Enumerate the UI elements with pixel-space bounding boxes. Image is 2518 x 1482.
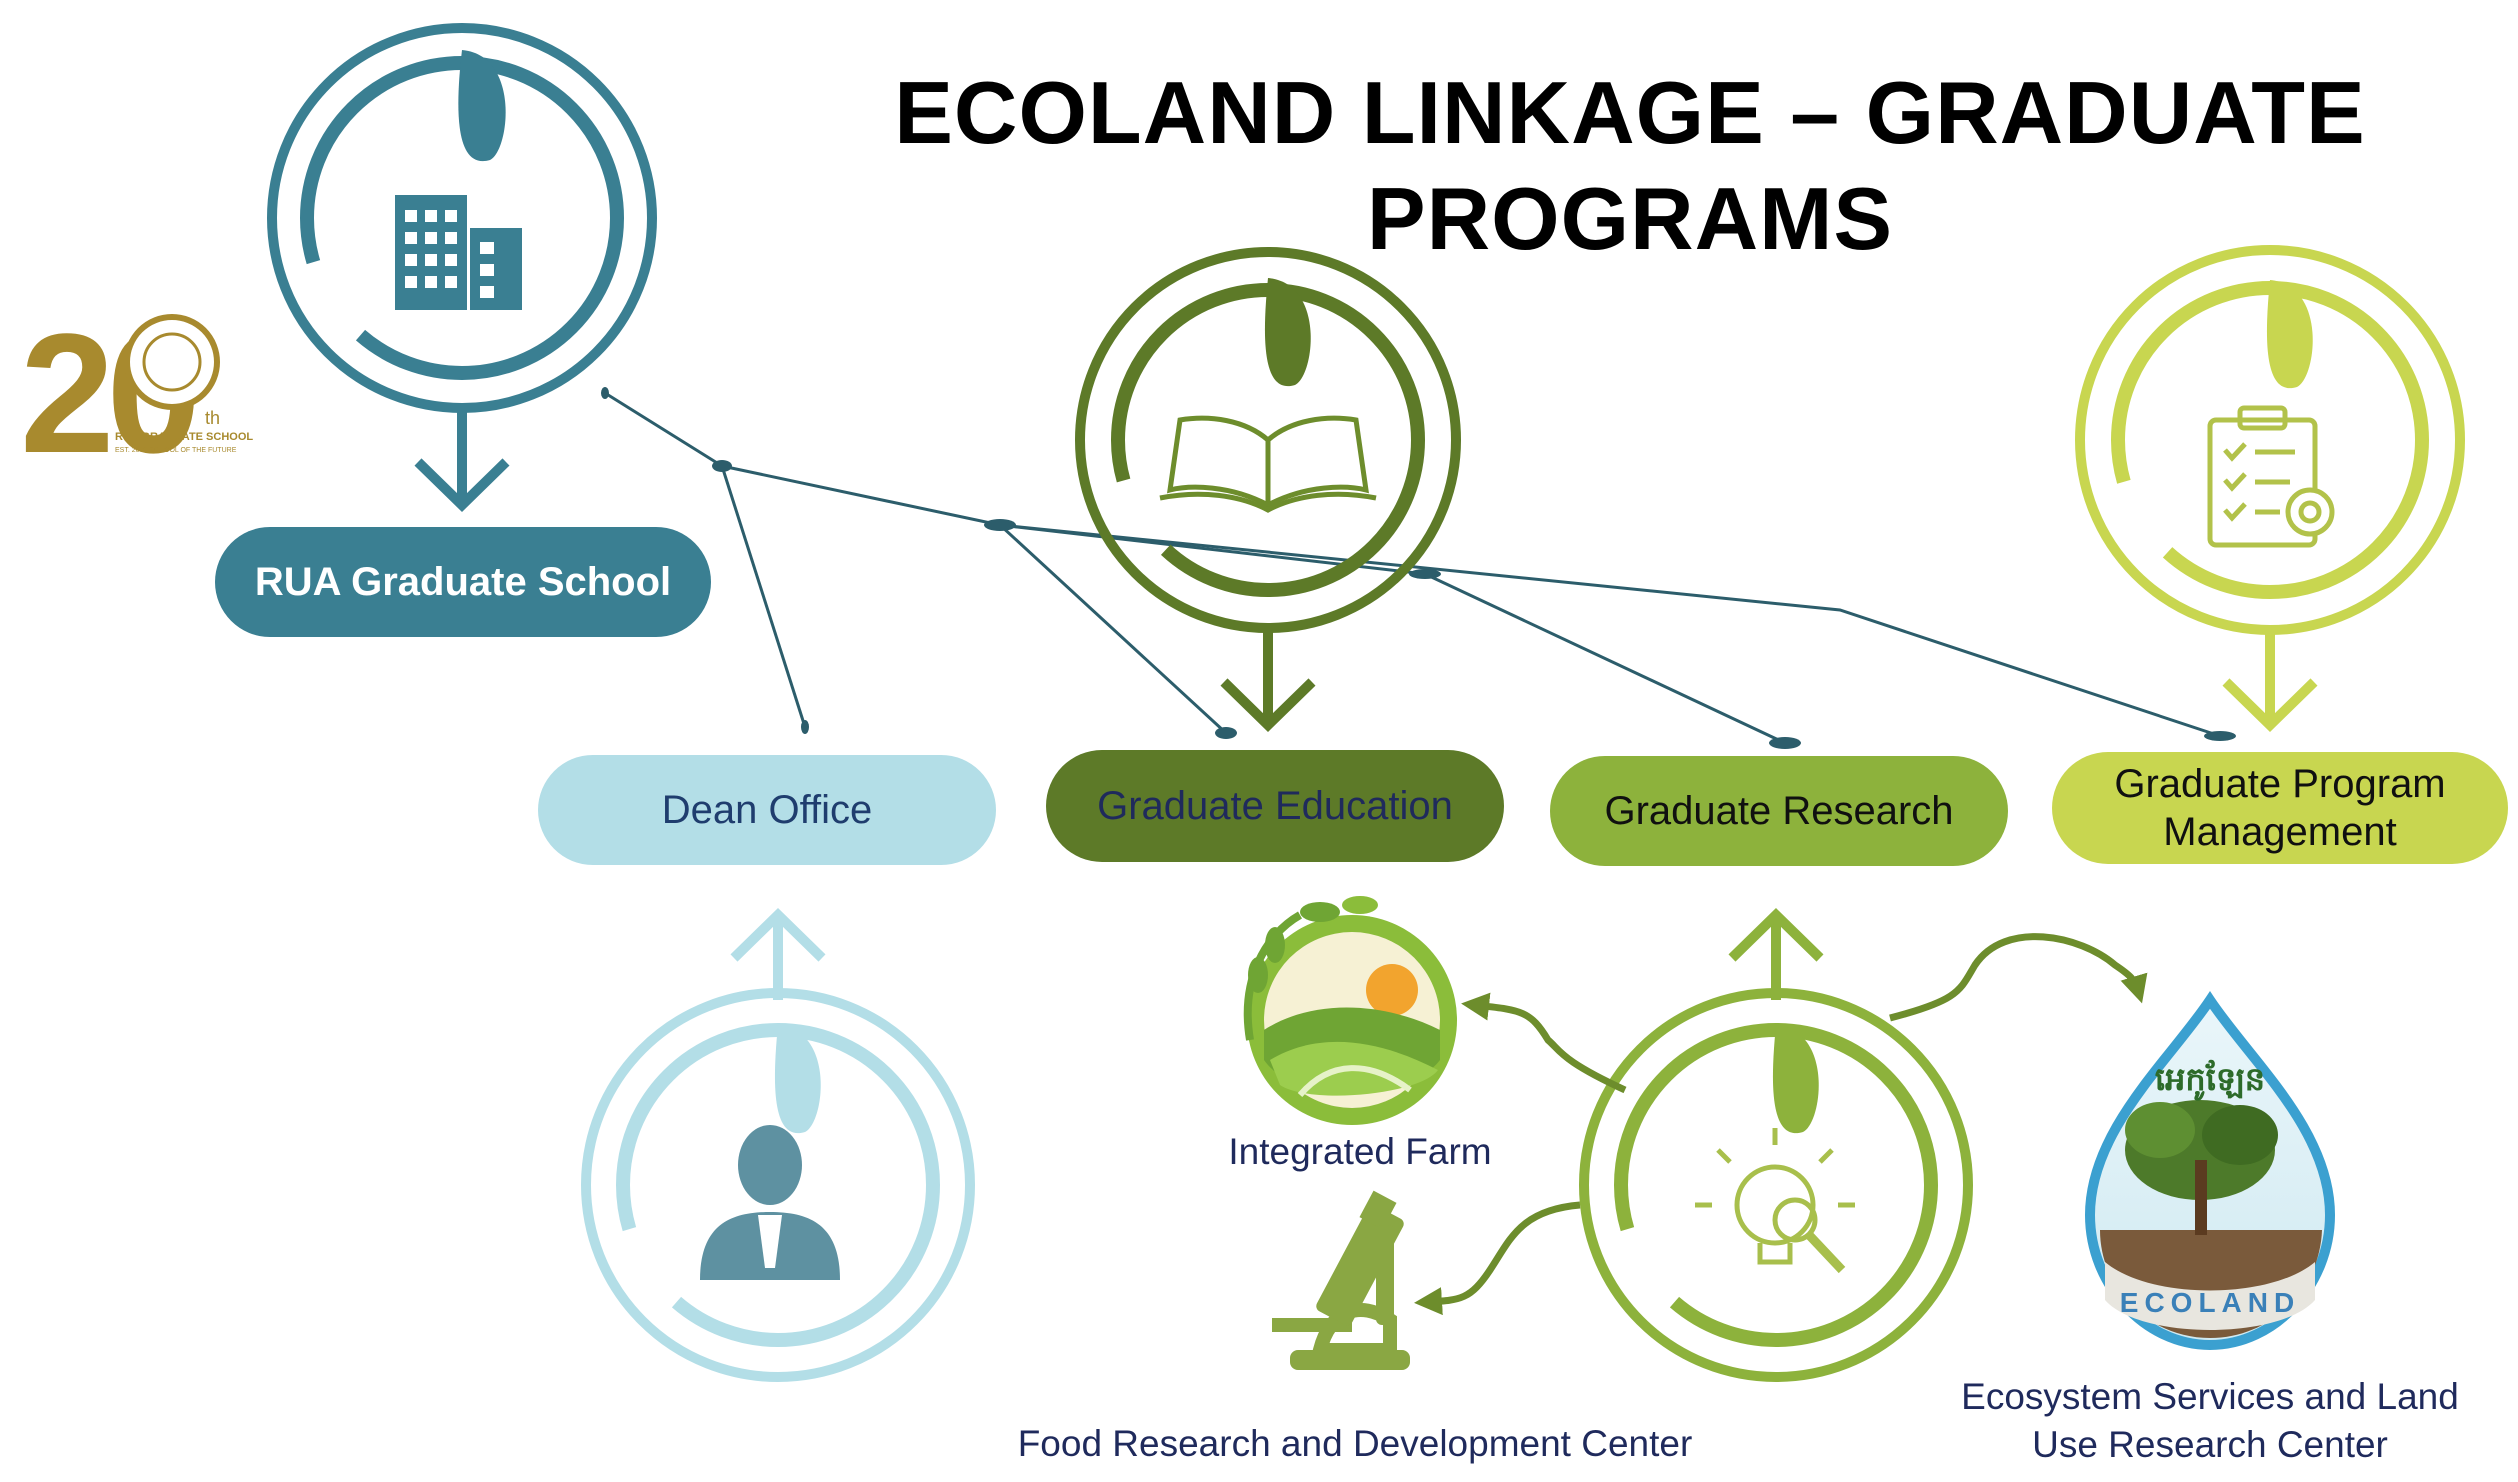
label-ecoland-line1: Ecosystem Services and Land: [1961, 1376, 2459, 1417]
logo-line1: RUA GRADUATE SCHOOL: [115, 431, 253, 443]
node-label: RUA Graduate School: [254, 560, 672, 604]
research-ring: [1579, 908, 1973, 1382]
node-label: Graduate Research: [1604, 789, 1954, 833]
page-title: ECOLAND LINKAGE – GRADUATE PROGRAMS: [830, 60, 2430, 272]
rua-ring: [267, 23, 657, 512]
arrow-down-icon: [2222, 678, 2318, 732]
node-dean-office[interactable]: Dean Office: [538, 755, 996, 865]
checklist-gear-icon: [2207, 405, 2335, 548]
node-graduate-program-management[interactable]: Graduate Program Management: [2052, 752, 2508, 864]
building-icon: [395, 195, 522, 310]
integrated-farm-icon: [1243, 896, 1457, 1125]
node-graduate-education[interactable]: Graduate Education: [1046, 750, 1504, 862]
dean-ring: [581, 908, 975, 1382]
anniversary-logo: 20 th RUA GRADUATE SCHOOL EST. 2002 SCHO…: [20, 299, 253, 489]
title-line2: PROGRAMS: [1366, 169, 1894, 268]
node-label: Graduate Program Management: [2114, 762, 2446, 854]
logo-suffix: th: [205, 408, 220, 428]
label-food-research-center: Food Research and Development Center: [1017, 1423, 1693, 1464]
arrow-up-icon: [730, 908, 826, 962]
arrow-down-icon: [414, 458, 510, 512]
leaf-drop-icon: [1264, 278, 1311, 387]
node-graduate-research[interactable]: Graduate Research: [1550, 756, 2008, 866]
arrow-down-icon: [1220, 678, 1316, 732]
ecoland-logo: អេកូឡែន ECOLAND: [2084, 990, 2336, 1351]
ecoland-khmer-text: អេកូឡែន: [2155, 1059, 2265, 1101]
leaf-drop-icon: [2266, 280, 2313, 389]
connector-lines: [604, 391, 2221, 745]
leaf-drop-icon: [458, 50, 506, 162]
node-label: Dean Office: [661, 788, 873, 832]
center-arrows: [1414, 933, 2148, 1316]
arrow-up-icon: [1728, 908, 1824, 962]
connector-nodes: [601, 387, 2236, 749]
node-rua-graduate-school[interactable]: RUA Graduate School: [215, 527, 711, 637]
label-ecoland-line2: Use Research Center: [2032, 1424, 2388, 1465]
education-ring: [1075, 247, 1461, 732]
person-icon: [700, 1125, 840, 1280]
leaf-drop-icon: [1772, 1025, 1819, 1134]
ecoland-badge-text: ECOLAND: [2120, 1287, 2300, 1318]
leaf-drop-icon: [774, 1025, 821, 1134]
microscope-icon: [1272, 1190, 1410, 1370]
management-ring: [2075, 245, 2465, 732]
label-ecoland-center: Ecosystem Services and Land Use Research…: [1900, 1373, 2518, 1469]
node-label: Graduate Education: [1097, 784, 1453, 828]
book-icon: [1159, 415, 1377, 513]
logo-line2: EST. 2002 SCHOOL OF THE FUTURE: [115, 447, 237, 454]
label-integrated-farm: Integrated Farm: [1228, 1131, 1492, 1172]
title-line1: ECOLAND LINKAGE – GRADUATE: [894, 63, 2366, 162]
lightbulb-search-icon: [1695, 1128, 1855, 1274]
